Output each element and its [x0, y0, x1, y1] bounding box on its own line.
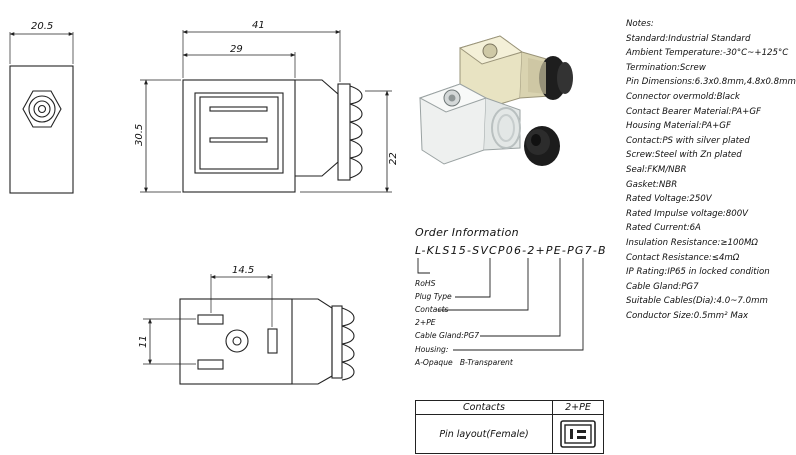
note-item: Screw:Steel with Zn plated [626, 150, 742, 161]
note-item: Rated Voltage:250V [626, 194, 712, 205]
bottom-view-body [179, 298, 293, 385]
note-item: Contact Bearer Material:PA+GF [626, 106, 761, 117]
note-item: Pin Dimensions:6.3x0.8mm,4.8x0.8mm [626, 77, 796, 88]
dim-length-total: 41 [252, 20, 265, 31]
side-view-body [182, 79, 296, 193]
center-hole-inner [232, 336, 242, 346]
pin-slot-bottom [209, 137, 268, 143]
order-label-rohs: RoHS [415, 279, 436, 288]
notes-title: Notes: [626, 19, 654, 29]
pin-slot-left-bottom [197, 359, 224, 370]
note-item: Rated Impulse voltage:800V [626, 208, 749, 219]
leader-plug-type [455, 258, 491, 298]
note-item: Cable Gland:PG7 [626, 281, 699, 292]
gland-flange [337, 83, 351, 181]
dim-pin-offset: 14.5 [232, 265, 254, 276]
label-frame-outer [194, 92, 284, 174]
hex-nut [22, 90, 62, 128]
pin-table-header-value: 2+PE [552, 400, 604, 415]
bottom-gland-flange [331, 305, 343, 379]
order-info-title: Order Information [415, 226, 519, 239]
order-label-plug-type: Plug Type [415, 292, 452, 301]
order-leader-lines [417, 258, 584, 351]
notes-panel: Notes: Standard:Industrial Standard Ambi… [626, 17, 796, 323]
nut-ring-mid [33, 100, 51, 118]
pin-layout-icon [560, 420, 596, 448]
note-item: Suitable Cables(Dia):4.0~7.0mm [626, 296, 768, 307]
order-label-contacts: Contacts [415, 305, 449, 314]
order-code: L-KLS15-SVCP06-2+PE-PG7-B [415, 244, 607, 257]
nut-ring-inner [37, 104, 47, 114]
front-view-body [9, 65, 74, 194]
pin-table-header-contacts: Contacts [415, 400, 553, 415]
front-view [9, 32, 74, 194]
bottom-neck [292, 298, 333, 385]
center-hole-outer [225, 329, 249, 353]
nut-ring-outer [28, 95, 56, 123]
dim-pin-height: 11 [138, 335, 149, 348]
note-item: Gasket:NBR [626, 179, 678, 190]
note-item: Ambient Temperature:-30°C~+125°C [626, 48, 789, 59]
note-item: Conductor Size:0.5mm² Max [626, 310, 749, 321]
note-item: Connector overmold:Black [626, 91, 740, 102]
dim-length-body: 29 [230, 44, 243, 55]
note-item: Rated Current:6A [626, 223, 701, 234]
order-label-cable-gland: Cable Gland:PG7 [415, 331, 480, 340]
pin-table-icon-cell [552, 414, 604, 454]
label-frame-inner [199, 96, 279, 170]
pin-slot-ground [267, 328, 278, 354]
dim-height-total: 30.5 [134, 124, 145, 146]
gland-nut [524, 126, 560, 166]
order-label-contacts-value: 2+PE [415, 318, 436, 327]
note-item: Housing Material:PA+GF [626, 121, 731, 132]
note-item: IP Rating:IP65 in locked condition [626, 267, 770, 278]
leader-contacts [438, 258, 529, 311]
bottom-view [143, 274, 355, 385]
note-item: Contact:PS with silver plated [626, 135, 750, 146]
pin-table-row-label: Pin layout(Female) [415, 414, 553, 454]
leader-housing [453, 258, 584, 351]
connector-front [418, 83, 521, 165]
note-item: Termination:Screw [626, 62, 706, 73]
gland-knurl [349, 85, 363, 179]
pin-layout-table: Contacts 2+PE Pin layout(Female) [415, 400, 604, 454]
dim-width-side: 20.5 [31, 21, 53, 32]
note-item: Seal:FKM/NBR [626, 164, 687, 175]
connector-back [458, 35, 573, 111]
pin-slot-top [209, 106, 268, 112]
pin-slot-left-top [197, 314, 224, 325]
note-item: Insulation Resistance:≥100MΩ [626, 237, 758, 248]
side-view [140, 30, 392, 193]
product-photo [418, 35, 573, 166]
order-label-housing-options: A-Opaque B-Transparent [415, 358, 513, 367]
leader-cable-gland [480, 258, 561, 337]
note-item: Contact Resistance:≤4mΩ [626, 252, 740, 263]
leader-rohs [417, 258, 430, 274]
bottom-gland-knurl [341, 307, 355, 381]
order-label-housing: Housing: [415, 345, 449, 354]
dim-height-body: 22 [388, 152, 399, 165]
note-item: Standard:Industrial Standard [626, 33, 751, 44]
side-neck [295, 79, 339, 177]
